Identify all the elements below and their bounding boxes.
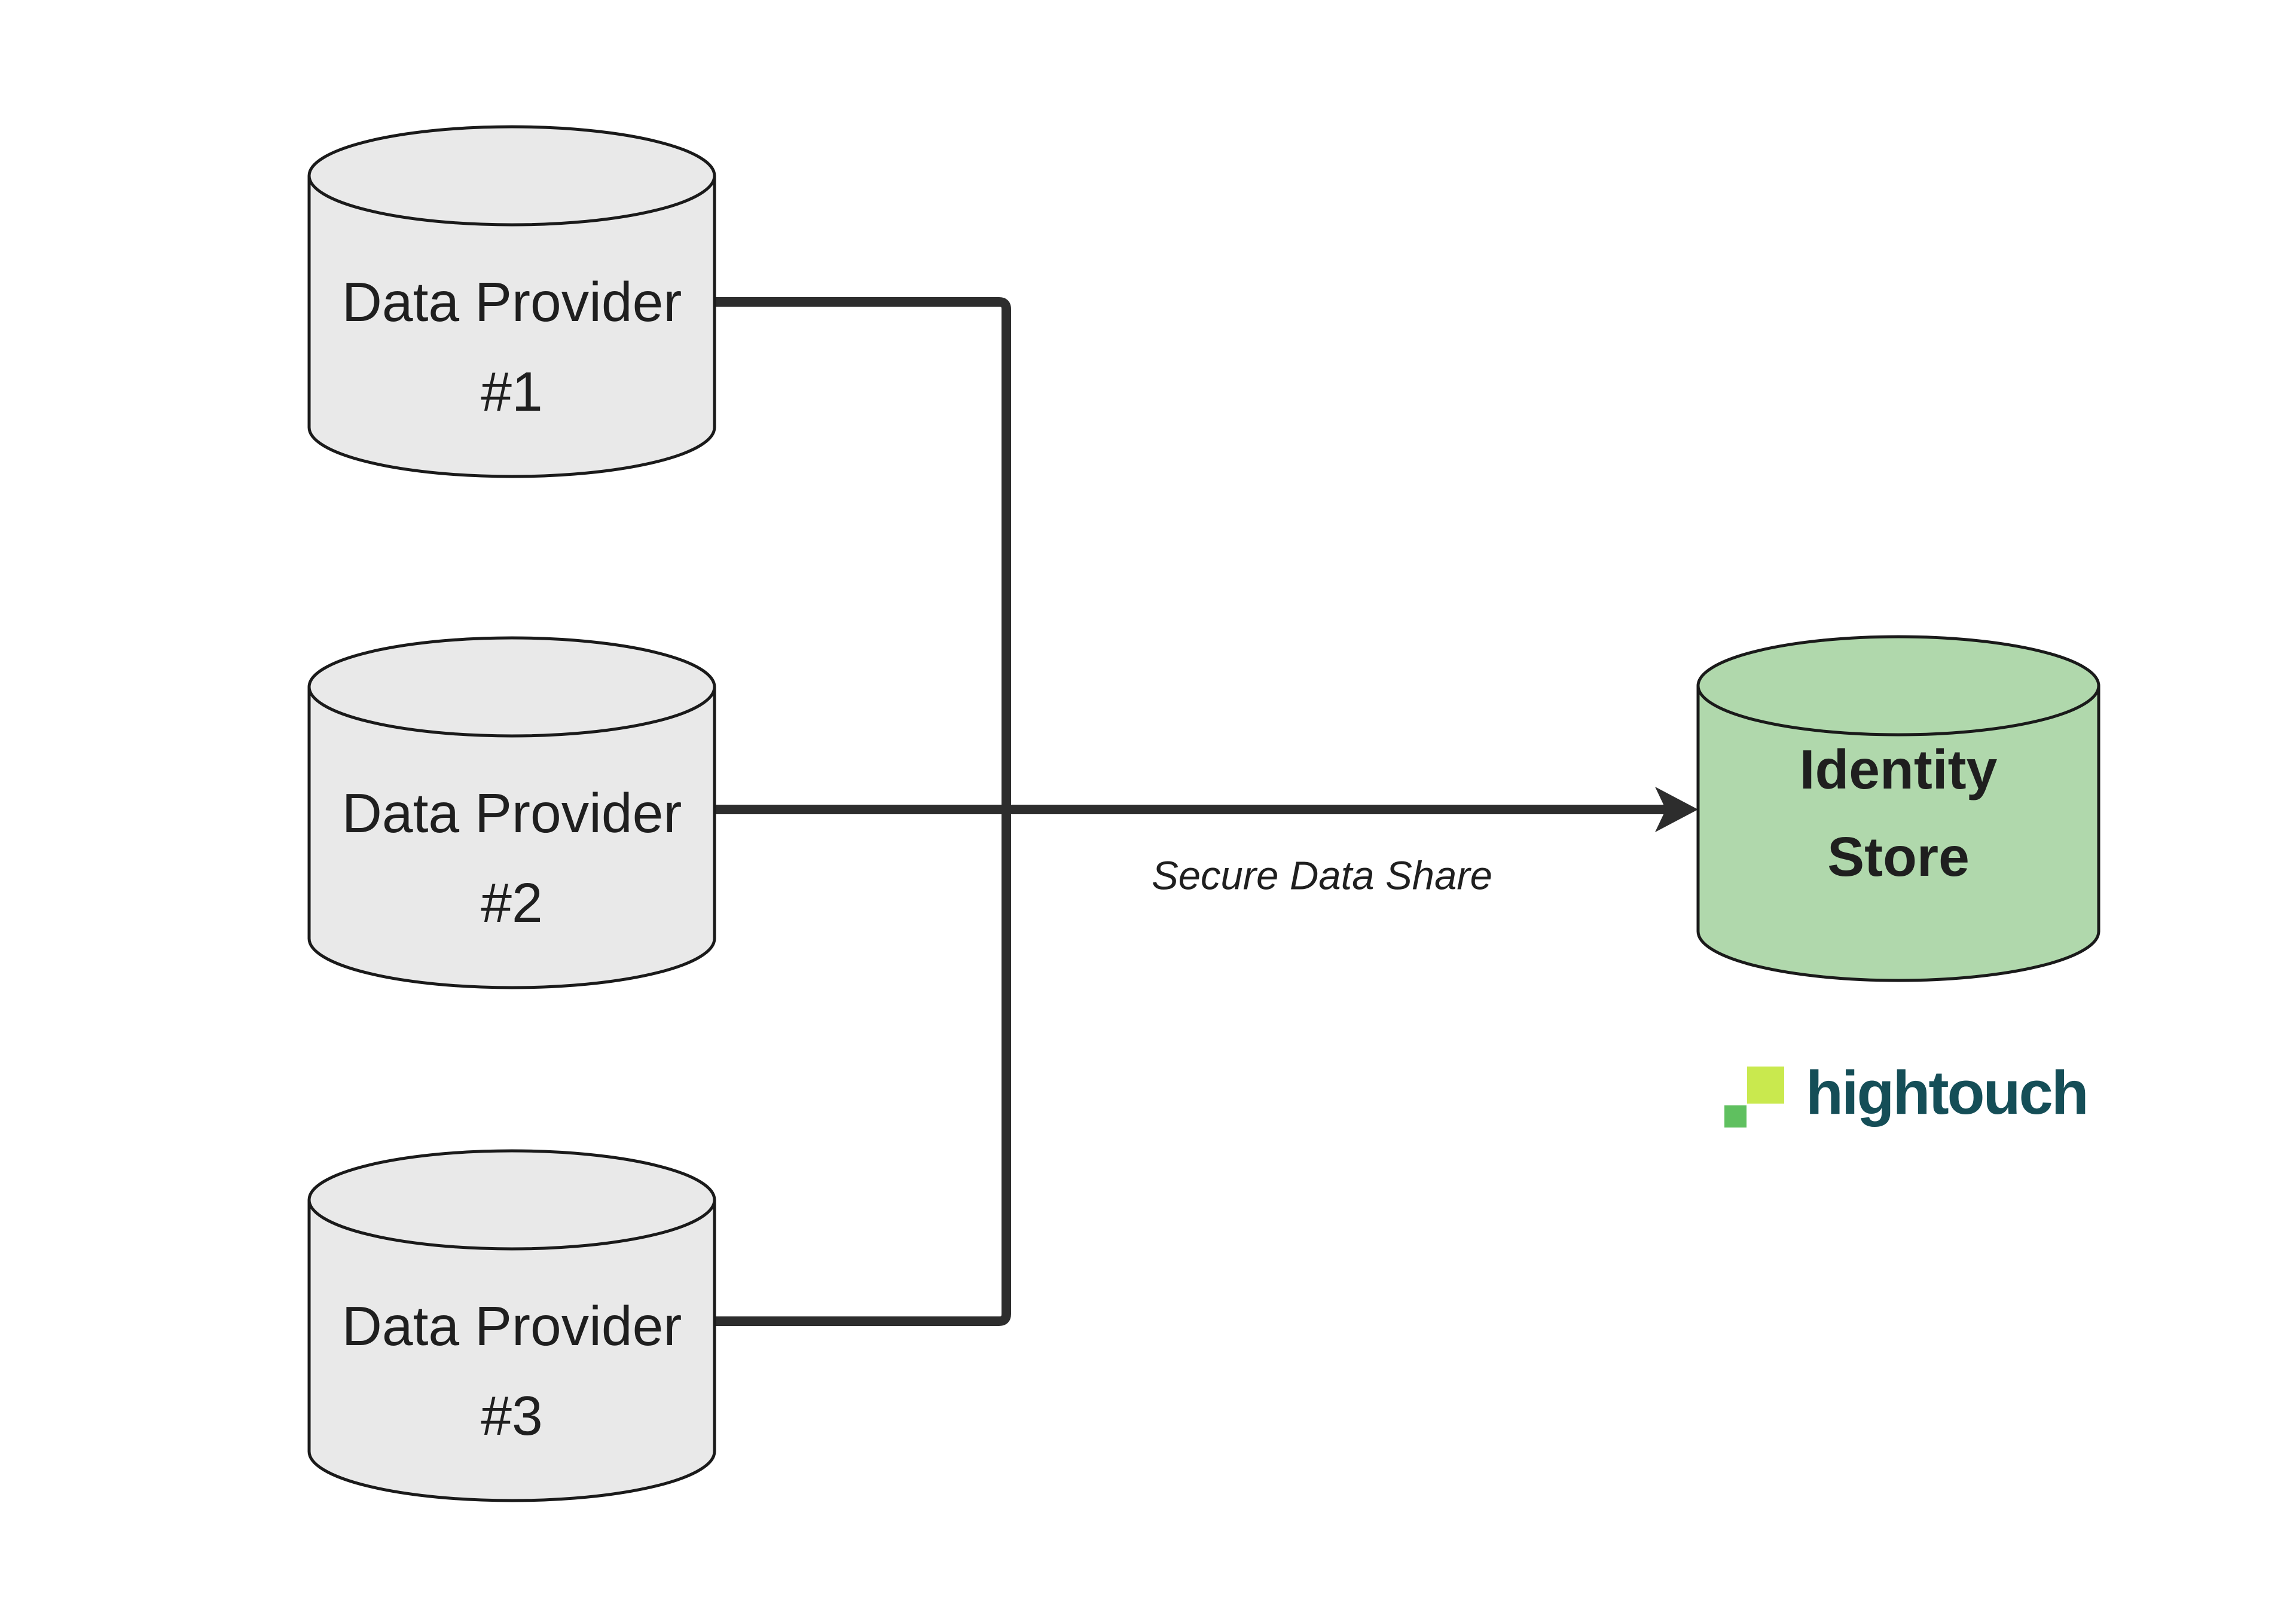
logo-big-square-icon xyxy=(1747,1067,1784,1104)
hightouch-logo: hightouch xyxy=(1724,1058,2089,1128)
identity-store-label-line2: Store xyxy=(1827,826,1970,888)
cylinder-top-front-arc xyxy=(307,175,716,227)
provider-3-label-line1: Data Provider xyxy=(342,1295,682,1357)
cylinder-top-front-arc xyxy=(307,1199,716,1251)
logo-small-square-icon xyxy=(1724,1105,1747,1128)
cylinder-body xyxy=(307,125,716,478)
hightouch-wordmark: hightouch xyxy=(1806,1058,2087,1127)
provider-1-label-line1: Data Provider xyxy=(342,271,682,333)
provider-cylinder-3[interactable]: Data Provider #3 xyxy=(307,1149,716,1502)
provider-3-label-line2: #3 xyxy=(481,1385,542,1447)
cylinder-body xyxy=(1696,635,2100,982)
cylinder-top-front-arc xyxy=(1696,685,2100,737)
provider-1-label-line2: #1 xyxy=(481,360,542,423)
provider-2-label-line1: Data Provider xyxy=(342,782,682,844)
provider-cylinder-2[interactable]: Data Provider #2 xyxy=(307,636,716,989)
secure-data-share-label: Secure Data Share xyxy=(1152,854,1492,899)
arrowhead-icon xyxy=(1655,787,1698,832)
identity-store-cylinder[interactable]: Identity Store xyxy=(1696,635,2100,982)
identity-store-label-line1: Identity xyxy=(1800,738,1998,800)
provider-2-label-line2: #2 xyxy=(481,872,542,934)
cylinder-body xyxy=(307,1149,716,1502)
cylinder-top-front-arc xyxy=(307,686,716,738)
provider-cylinder-1[interactable]: Data Provider #1 xyxy=(307,125,716,478)
cylinder-body xyxy=(307,636,716,989)
